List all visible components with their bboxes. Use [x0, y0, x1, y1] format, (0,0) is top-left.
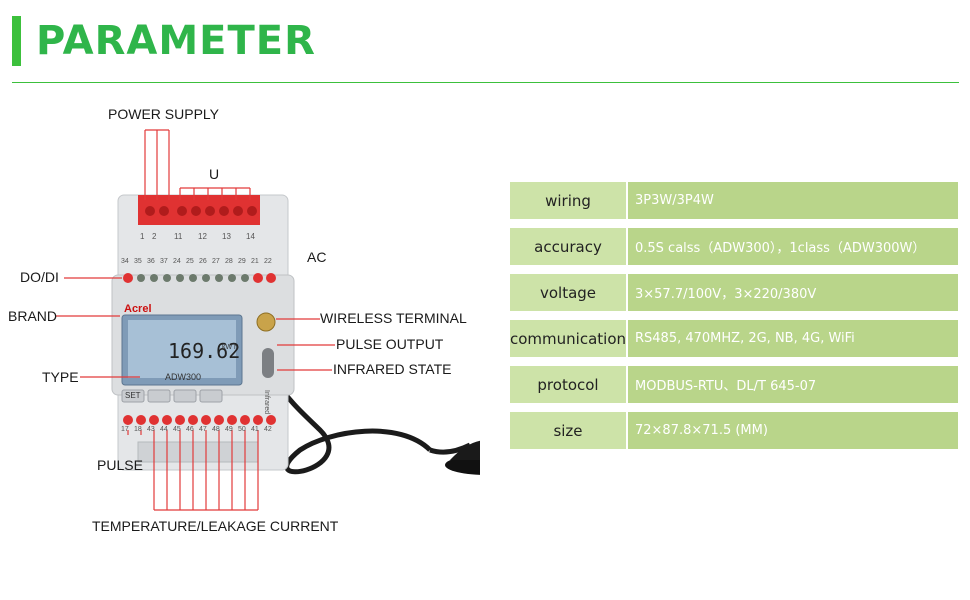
- header-divider: [12, 82, 959, 83]
- page-header: PARAMETER: [0, 0, 970, 86]
- spec-row-size: size 72×87.8×71.5 (MM): [510, 412, 958, 449]
- label-pulse: PULSE: [97, 457, 143, 473]
- terminal-number: 25: [186, 258, 194, 265]
- device-illustration: [55, 129, 480, 511]
- label-type: TYPE: [42, 369, 79, 385]
- spec-value: MODBUS-RTU、DL/T 645-07: [628, 366, 958, 403]
- terminal-number: 28: [225, 258, 233, 265]
- device-brand-text: Acrel: [124, 303, 152, 315]
- spec-key: voltage: [510, 274, 626, 311]
- terminal-number: 22: [264, 258, 272, 265]
- label-infrared-state: INFRARED STATE: [333, 361, 452, 377]
- terminal-number: 24: [173, 258, 181, 265]
- terminal-number: 2: [152, 232, 157, 241]
- label-power-supply: POWER SUPPLY: [108, 106, 219, 122]
- spec-row-protocol: protocol MODBUS-RTU、DL/T 645-07: [510, 366, 958, 403]
- spec-value: 0.5S calss（ADW300），1class（ADW300W）: [628, 228, 958, 265]
- terminal-number: 46: [186, 426, 194, 433]
- terminal-number: 29: [238, 258, 246, 265]
- wireless-terminal-connector: [256, 312, 276, 332]
- set-button-label: SET: [125, 391, 141, 400]
- spec-row-voltage: voltage 3×57.7/100V，3×220/380V: [510, 274, 958, 311]
- label-ac: AC: [307, 249, 327, 265]
- spec-key: wiring: [510, 182, 626, 219]
- label-pulse-output: PULSE OUTPUT: [336, 336, 444, 352]
- terminal-number: 26: [199, 258, 207, 265]
- terminal-number: 44: [160, 426, 168, 433]
- spec-value: 3P3W/3P4W: [628, 182, 958, 219]
- spec-value: 72×87.8×71.5 (MM): [628, 412, 958, 449]
- terminal-number: 34: [121, 258, 129, 265]
- spec-key: size: [510, 412, 626, 449]
- terminal-number: 45: [173, 426, 181, 433]
- terminal-number: 42: [264, 426, 272, 433]
- label-wireless-terminal: WIRELESS TERMINAL: [320, 310, 467, 326]
- infrared-window: [262, 348, 274, 378]
- device-diagram: Acrel 169.62 kW h ADW300 SET Infrared PO…: [0, 90, 480, 600]
- terminal-number: 27: [212, 258, 220, 265]
- terminal-number: 50: [238, 426, 246, 433]
- spec-key: communication: [510, 320, 626, 357]
- label-do-di: DO/DI: [20, 269, 59, 285]
- terminal-number: 18: [134, 426, 142, 433]
- antenna-base: [445, 455, 480, 475]
- terminal-number: 11: [174, 232, 183, 241]
- terminal-number: 43: [147, 426, 155, 433]
- terminal-number: 37: [160, 258, 168, 265]
- terminal-number: 21: [251, 258, 259, 265]
- terminal-number: 47: [199, 426, 207, 433]
- spec-table: wiring 3P3W/3P4W accuracy 0.5S calss（ADW…: [510, 182, 958, 458]
- terminal-number: 12: [198, 232, 207, 241]
- spec-value: 3×57.7/100V，3×220/380V: [628, 274, 958, 311]
- spec-row-wiring: wiring 3P3W/3P4W: [510, 182, 958, 219]
- infrared-side-text: Infrared: [263, 390, 270, 415]
- device-model-text: ADW300: [165, 372, 202, 382]
- terminal-number: 41: [251, 426, 259, 433]
- terminal-number: 1: [140, 232, 145, 241]
- terminal-number: 14: [246, 232, 255, 241]
- terminal-number: 35: [134, 258, 142, 265]
- terminal-number: 48: [212, 426, 220, 433]
- spec-key: accuracy: [510, 228, 626, 265]
- spec-row-communication: communication RS485, 470MHZ, 2G, NB, 4G,…: [510, 320, 958, 357]
- label-temperature-leakage: TEMPERATURE/LEAKAGE CURRENT: [92, 518, 339, 534]
- label-brand: BRAND: [8, 308, 58, 324]
- terminal-number: 49: [225, 426, 233, 433]
- spec-key: protocol: [510, 366, 626, 403]
- header-accent-bar: [12, 16, 21, 66]
- terminal-number: 17: [121, 426, 129, 433]
- terminal-number: 36: [147, 258, 155, 265]
- terminal-number: 13: [222, 232, 231, 241]
- spec-row-accuracy: accuracy 0.5S calss（ADW300），1class（ADW30…: [510, 228, 958, 265]
- spec-value: RS485, 470MHZ, 2G, NB, 4G, WiFi: [628, 320, 958, 357]
- lcd-unit: kW h: [222, 344, 238, 351]
- lcd-value: 169.62: [168, 339, 241, 363]
- page-title: PARAMETER: [36, 18, 316, 64]
- label-u: U: [209, 166, 220, 182]
